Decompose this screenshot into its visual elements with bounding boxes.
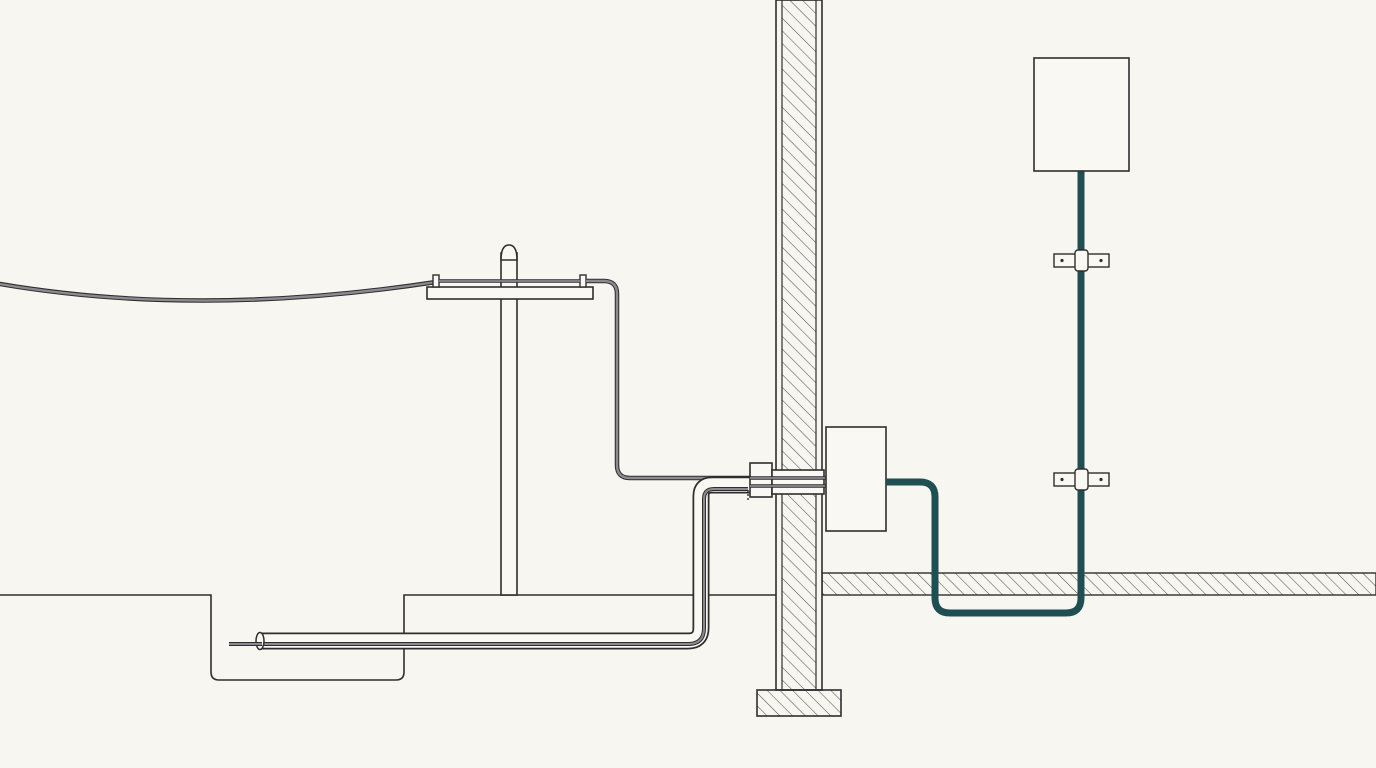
interior-floor-slab <box>821 572 1376 596</box>
insulator-icon <box>579 274 587 288</box>
interior-conduit-run <box>886 171 1085 617</box>
service-cable-drop <box>586 278 750 481</box>
pipe-clamps <box>1053 249 1110 491</box>
exterior-wall <box>775 0 823 691</box>
wall-footing <box>756 689 842 717</box>
underground-service-conduit <box>229 476 750 651</box>
electrical-panel <box>1033 57 1130 172</box>
wall-penetration-sleeve <box>749 462 826 498</box>
ground-line <box>0 594 776 681</box>
junction-box <box>825 426 887 532</box>
clamp-icon <box>1053 468 1110 491</box>
clamp-icon <box>1053 249 1110 272</box>
insulator-icon <box>432 274 440 288</box>
utility-pole-crossarm <box>426 244 594 596</box>
